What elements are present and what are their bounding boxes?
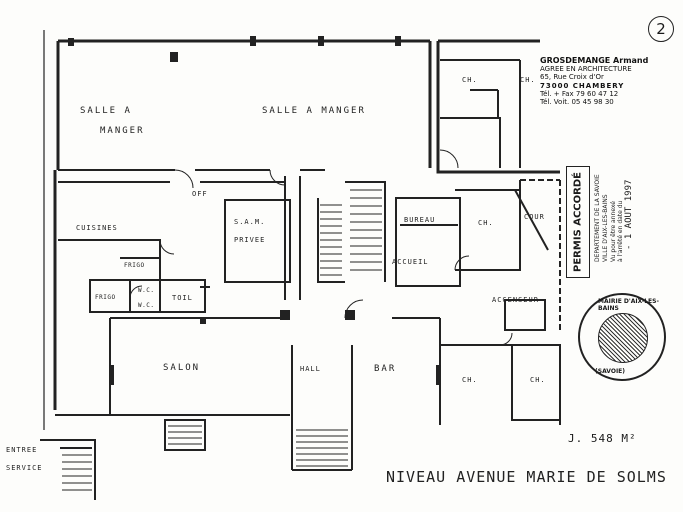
architect-phone: Tél. + Fax 79 60 47 12 (540, 89, 619, 98)
architect-city: 73000 CHAMBERY (540, 81, 625, 90)
room-label-salon: SALON (163, 363, 201, 373)
room-label-cour: COUR (524, 213, 545, 221)
room-label-cuisines: CUISINES (76, 224, 118, 232)
seal-bottom-text: (SAVOIE) (595, 368, 626, 375)
permit-stamp: PERMIS ACCORDÉ (566, 166, 590, 278)
mairie-seal: MAIRIE D'AIX-LES-BAINS (SAVOIE) (578, 293, 666, 381)
room-label-frigo-2: FRIGO (95, 294, 116, 301)
room-label-ascenseur: ACCENSEUR (492, 296, 539, 304)
seal-top-text: MAIRIE D'AIX-LES-BAINS (598, 298, 659, 312)
room-label-salle-a-manger-main: SALLE A MANGER (262, 106, 366, 116)
room-label-office: OFF (192, 190, 208, 198)
architect-phone-2: Tél. Voit. 05 45 98 30 (540, 98, 614, 107)
stamp-ville: VILLE D'AIX-LES-BAINS (602, 194, 609, 262)
architect-block: GROSDEMANGE Armand AGREE EN ARCHITECTURE… (540, 56, 668, 107)
room-label-bureau: BUREAU (404, 216, 436, 224)
room-label-salle-a-manger-left-2: MANGER (100, 126, 145, 136)
room-label-wc-1: W.C. (138, 287, 155, 294)
architect-name: GROSDEMANGE Armand (540, 56, 649, 65)
architect-title: AGREE EN ARCHITECTURE (540, 65, 632, 74)
room-label-wc-2: W.C. (138, 302, 155, 309)
room-label-bar: BAR (374, 364, 397, 374)
room-label-salle-a-manger-left-1: SALLE A (80, 106, 132, 116)
page-number: 2 (648, 16, 674, 42)
stamp-vu: Vu pour être annexé (610, 201, 617, 262)
stamp-date-note: à l'arrêté en date du (617, 200, 624, 262)
room-label-ch-mid: CH. (478, 219, 494, 227)
room-label-ch-low-2: CH. (530, 376, 546, 384)
stamp-dept: DEPARTEMENT DE LA SAVOIE (594, 174, 601, 262)
room-label-entree-1: ENTREE (6, 446, 38, 454)
room-label-frigo-1: FRIGO (124, 262, 145, 269)
room-label-ch-low-1: CH. (462, 376, 478, 384)
room-label-accueil: ACCUEIL (392, 258, 429, 266)
room-label-ch-top-1: CH. (462, 76, 478, 84)
seal-emblem (598, 313, 648, 363)
architect-address: 65, Rue Croix d'Or (540, 73, 604, 82)
stamp-date: - 1 AOUT 1997 (624, 179, 634, 250)
surface-area: J. 548 M² (568, 432, 637, 445)
room-label-sam-privee-1: S.A.M. (234, 218, 266, 226)
room-label-sam-privee-2: PRIVEE (234, 236, 266, 244)
room-label-entree-2: SERVICE (6, 464, 43, 472)
plan-caption: NIVEAU AVENUE MARIE DE SOLMS (386, 468, 667, 486)
room-label-hall: HALL (300, 365, 321, 373)
room-label-ch-top-2: CH. (520, 76, 536, 84)
room-label-toil: TOIL (172, 294, 193, 302)
permit-stamp-text: PERMIS ACCORDÉ (572, 172, 584, 272)
